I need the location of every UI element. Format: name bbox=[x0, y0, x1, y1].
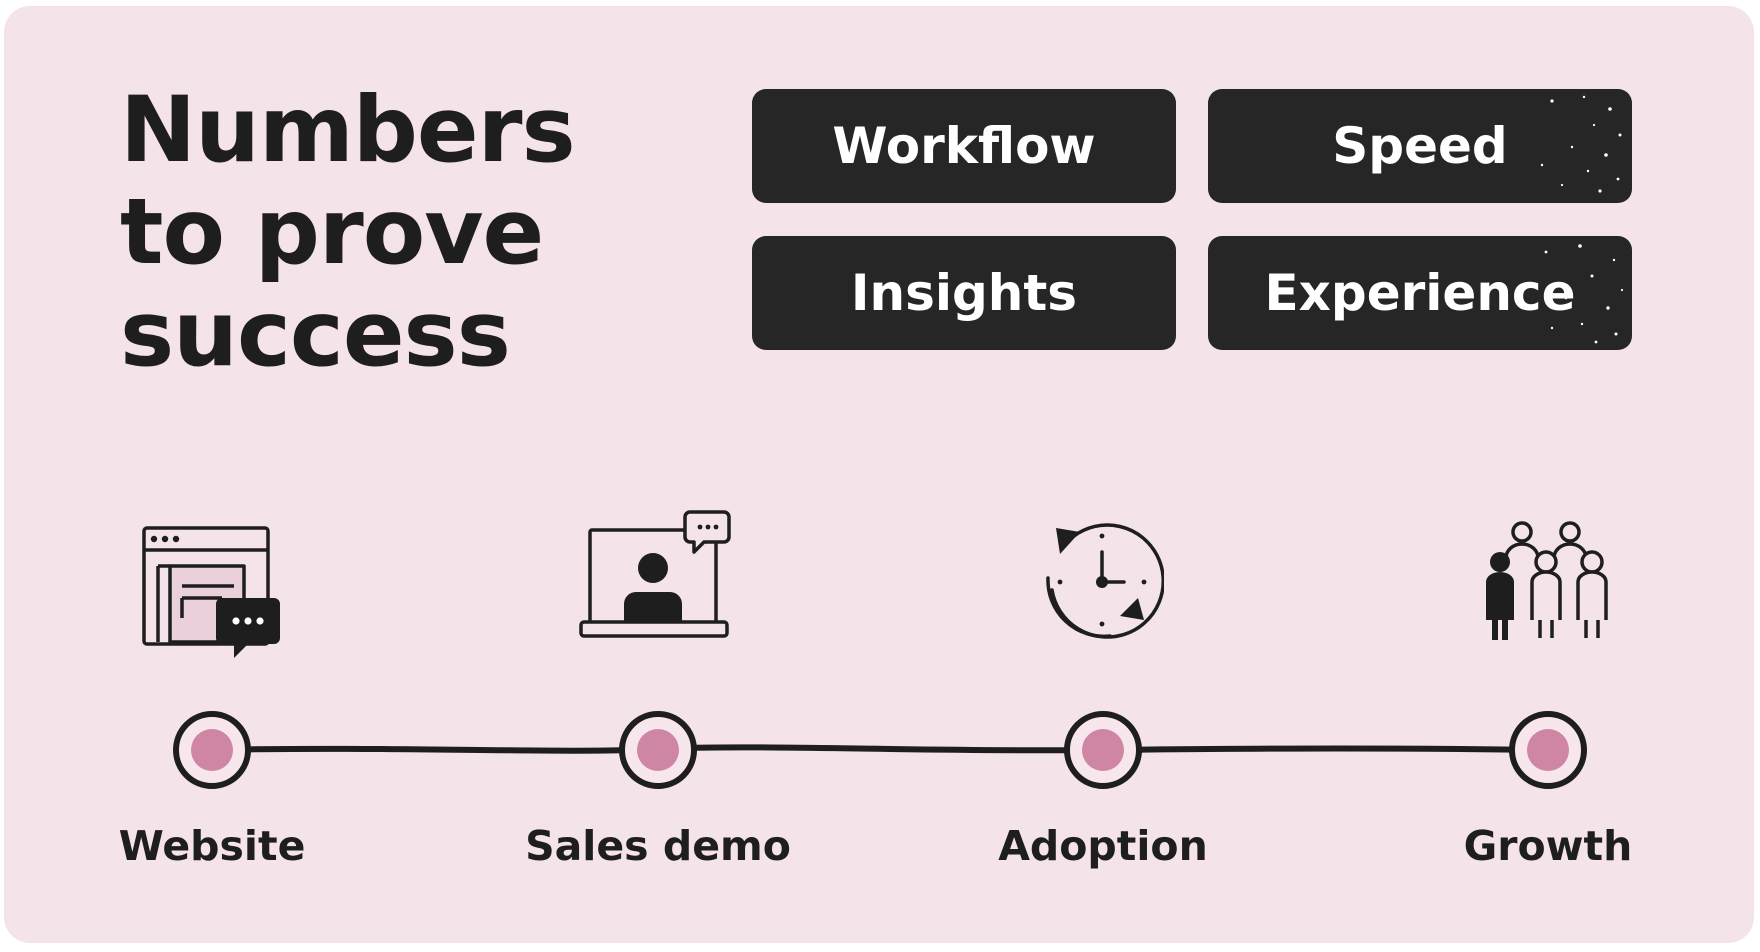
timeline-node-website bbox=[173, 711, 251, 789]
timeline-node-sales-demo bbox=[619, 711, 697, 789]
stage-label-adoption: Adoption bbox=[998, 822, 1208, 870]
tag-speed: Speed bbox=[1208, 89, 1632, 203]
tag-experience: Experience bbox=[1208, 236, 1632, 350]
tag-experience-label: Experience bbox=[1264, 264, 1576, 322]
headline-line-2: to prove bbox=[120, 180, 544, 285]
stage-label-growth: Growth bbox=[1463, 822, 1633, 870]
tag-insights-label: Insights bbox=[850, 264, 1078, 322]
clock-cycle-icon bbox=[1046, 523, 1164, 639]
video-call-icon bbox=[579, 510, 731, 638]
headline: Numbers to prove success bbox=[120, 78, 576, 387]
headline-line-3: success bbox=[120, 282, 511, 387]
timeline-node-growth bbox=[1509, 711, 1587, 789]
tag-insights: Insights bbox=[752, 236, 1176, 350]
speckle-texture bbox=[1540, 95, 1622, 193]
browser-chat-icon bbox=[142, 526, 280, 658]
timeline-node-adoption bbox=[1064, 711, 1142, 789]
tag-workflow-label: Workflow bbox=[832, 117, 1096, 175]
tag-speed-label: Speed bbox=[1332, 117, 1508, 175]
speckle-texture bbox=[1534, 244, 1624, 344]
tag-workflow: Workflow bbox=[752, 89, 1176, 203]
stage-label-sales-demo: Sales demo bbox=[525, 822, 791, 870]
people-group-icon bbox=[1486, 521, 1608, 640]
stage-label-website: Website bbox=[118, 822, 306, 870]
headline-line-1: Numbers bbox=[120, 78, 576, 183]
timeline-connector bbox=[209, 744, 1551, 754]
